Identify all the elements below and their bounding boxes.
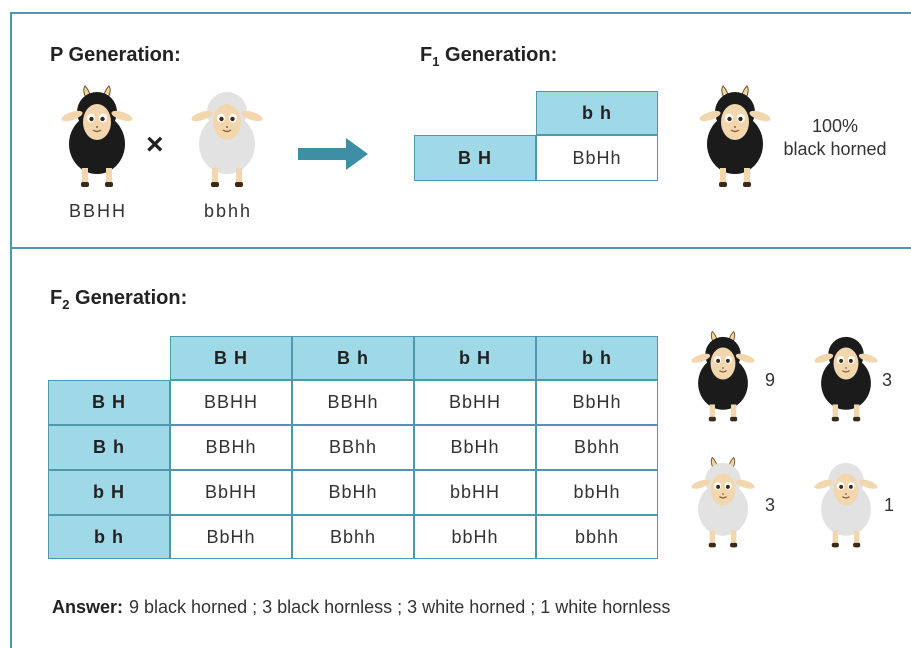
f2-cell: bbHh	[536, 470, 658, 515]
f1-cell: BbHh	[536, 135, 658, 181]
black-horned-goat-icon	[59, 85, 135, 187]
count-white-hornless: 1	[884, 495, 895, 515]
section-divider	[10, 247, 911, 249]
count-white-horned: 3	[765, 495, 776, 515]
f2-cell: BBHh	[292, 380, 414, 425]
diagram-frame-left	[10, 12, 12, 648]
f1-col-header: b h	[536, 91, 658, 135]
f2-cell: BbHH	[170, 470, 292, 515]
f2-row-header: b H	[48, 470, 170, 515]
f1-row-header: B H	[414, 135, 536, 181]
f1-result: 100% black horned	[770, 115, 900, 161]
f2-cell: BBHH	[170, 380, 292, 425]
cross-symbol: ×	[146, 128, 164, 161]
arrow-right-icon	[298, 138, 368, 170]
white-hornless-goat-icon	[189, 92, 265, 187]
f2-row-header: B h	[48, 425, 170, 470]
f2-row-header: B H	[48, 380, 170, 425]
count-black-horned: 9	[765, 370, 776, 390]
f2-cell: BbHh	[414, 425, 536, 470]
f2-cell: bbhh	[536, 515, 658, 559]
f2-col-header: B h	[292, 336, 414, 380]
black-hornless-goat-icon	[812, 336, 880, 422]
f2-cell: bbHH	[414, 470, 536, 515]
answer-text: 9 black horned ; 3 black hornless ; 3 wh…	[129, 597, 671, 617]
f2-cell: BbHH	[414, 380, 536, 425]
f2-cell: bbHh	[414, 515, 536, 559]
diagram-frame-top	[10, 12, 911, 14]
f1-generation-title: F1 Generation:	[420, 44, 558, 69]
count-black-hornless: 3	[882, 370, 893, 390]
f2-cell: BbHh	[170, 515, 292, 559]
f2-cell: BbHh	[536, 380, 658, 425]
answer-line: Answer:9 black horned ; 3 black hornless…	[52, 597, 670, 618]
f2-col-header: B H	[170, 336, 292, 380]
f2-cell: BBhh	[292, 425, 414, 470]
black-horned-goat-icon	[689, 331, 757, 422]
f2-cell: Bbhh	[536, 425, 658, 470]
white-horned-goat-icon	[689, 457, 757, 548]
f2-col-header: b h	[536, 336, 658, 380]
f2-row-header: b h	[48, 515, 170, 559]
f2-col-header: b H	[414, 336, 536, 380]
f1-result-percent: 100%	[811, 116, 859, 136]
f2-cell: BBHh	[170, 425, 292, 470]
f2-generation-title: F2 Generation:	[50, 287, 188, 312]
p-generation-title: P Generation:	[50, 44, 181, 66]
f2-cell: Bbhh	[292, 515, 414, 559]
black-horned-goat-icon	[697, 85, 773, 187]
parent2-genotype: bbhh	[203, 201, 253, 221]
answer-label: Answer:	[52, 597, 124, 617]
f1-result-phenotype: black horned	[783, 139, 887, 159]
parent1-genotype: BBHH	[68, 201, 127, 221]
white-hornless-goat-icon	[812, 462, 880, 548]
f2-cell: BbHh	[292, 470, 414, 515]
